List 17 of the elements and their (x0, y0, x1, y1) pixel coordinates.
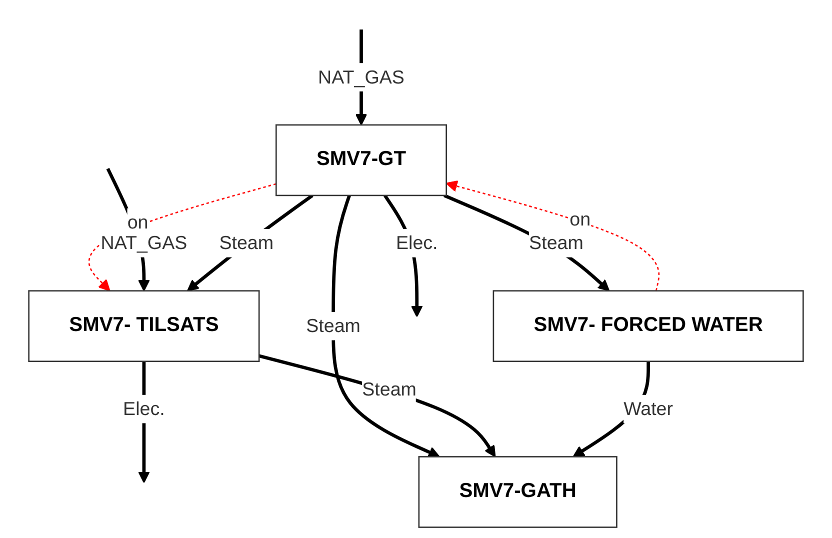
edge-label: NAT_GAS (318, 66, 404, 88)
edge-label: Elec. (396, 232, 438, 254)
edge-label: Steam (362, 378, 416, 400)
process-box: SMV7-GATH (418, 456, 618, 528)
edge-label: Steam (219, 232, 274, 254)
process-box: SMV7- TILSATS (28, 290, 260, 362)
edge-label: on (127, 211, 148, 233)
arrow (332, 194, 440, 458)
process-box: SMV7- FORCED WATER (492, 290, 804, 362)
edge-label: NAT_GAS (100, 232, 188, 254)
edge-label: Elec. (123, 398, 165, 420)
arrow (446, 180, 660, 291)
process-box: SMV7-GT (275, 124, 448, 196)
edge-label: Water (624, 398, 674, 420)
edge-label: Steam (306, 314, 360, 336)
edge-label: on (570, 208, 591, 230)
edge-label: Steam (529, 232, 584, 254)
